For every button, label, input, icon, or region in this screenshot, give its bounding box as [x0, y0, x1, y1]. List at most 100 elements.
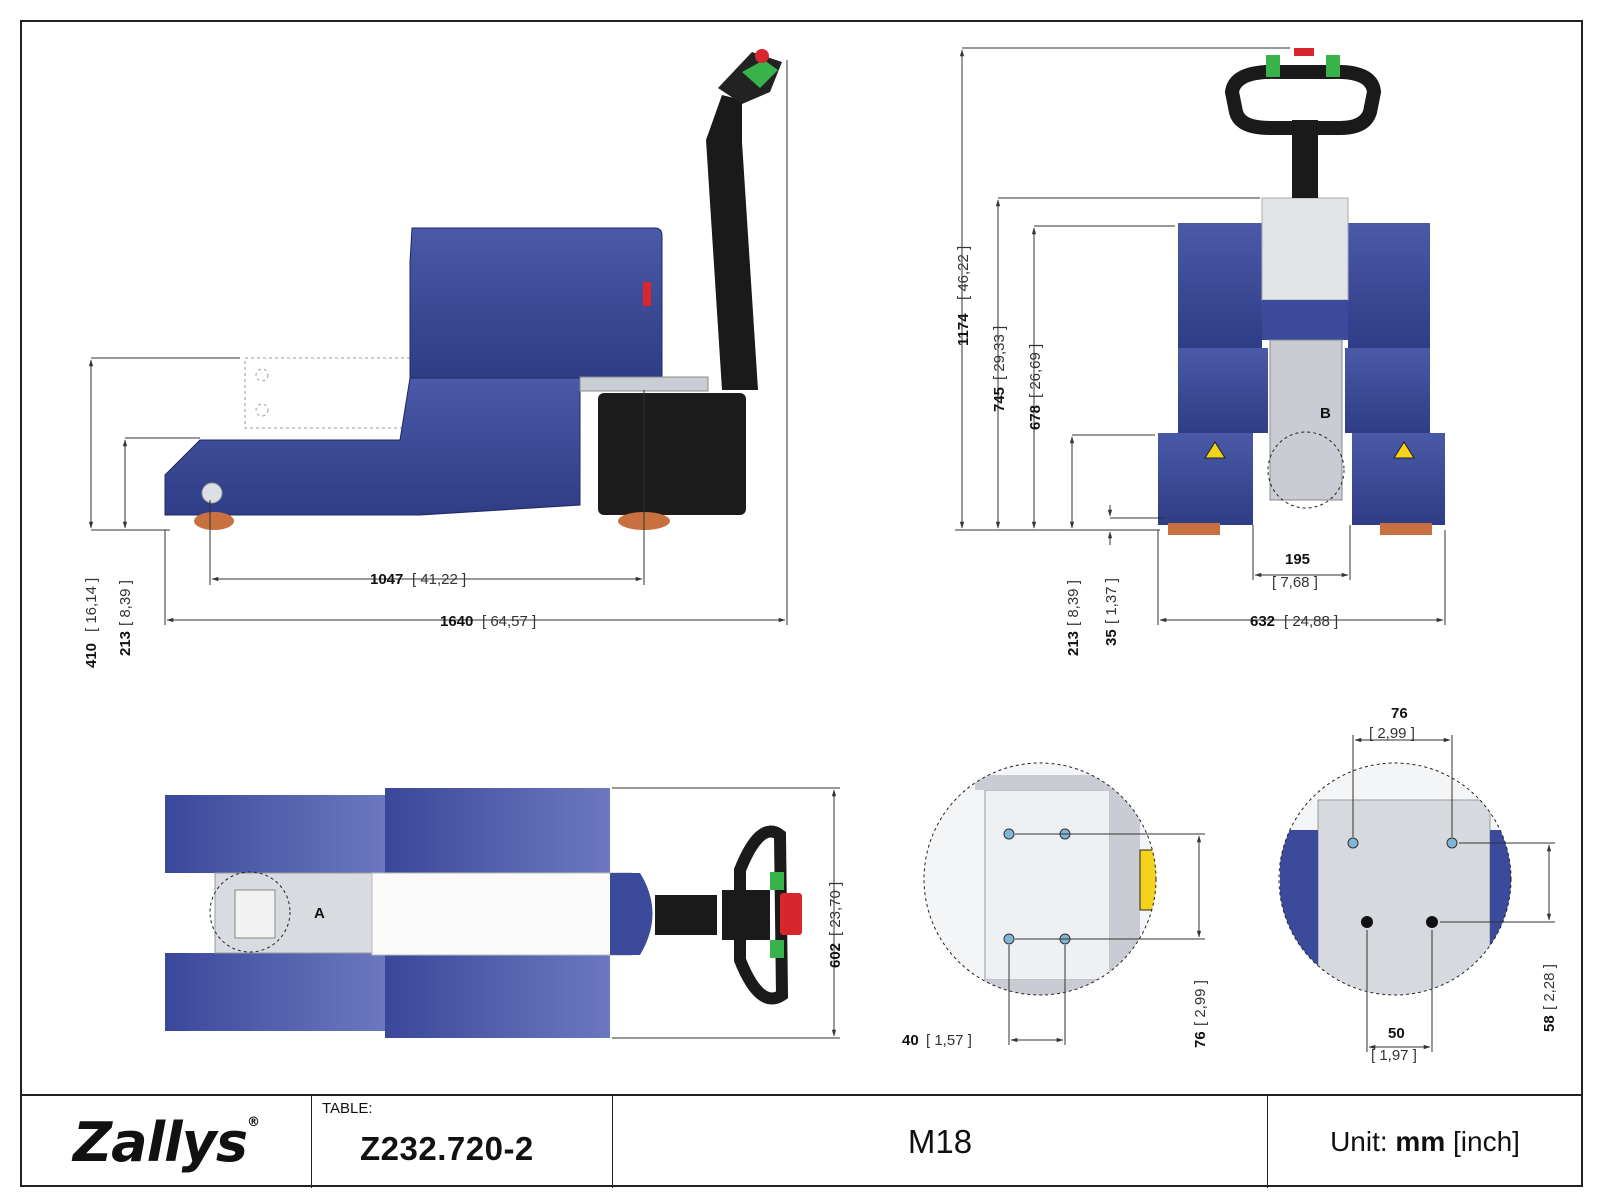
dim-b-50-mm: 50 — [1388, 1025, 1405, 1042]
top-leg-lower — [165, 953, 385, 1031]
front-leg-right — [1352, 433, 1445, 525]
stop-button — [755, 49, 769, 63]
unit-mm: mm — [1395, 1126, 1446, 1157]
front-clamp-plate — [1269, 339, 1343, 501]
warning-sign-icon — [1204, 441, 1226, 459]
dim-front-678-inch: [ 26,69 ] — [1027, 344, 1044, 398]
detail-b-marker — [1267, 431, 1345, 509]
top-view: A 602 [ 23,70 ] — [165, 787, 844, 1039]
turntable-plate — [579, 376, 709, 392]
top-handle-body — [722, 890, 770, 940]
front-shoulder-right — [1345, 348, 1430, 433]
dim-side-1047-inch: [ 41,22 ] — [412, 571, 466, 588]
drive-unit — [598, 393, 746, 515]
table-label: TABLE: — [322, 1100, 373, 1117]
detail-a: 40 [ 1,57 ] 76 [ 2,99 ] — [902, 762, 1209, 1049]
dim-b-76-mm: 76 — [1391, 705, 1408, 722]
front-top-panel — [1261, 197, 1349, 301]
stop-button — [1294, 48, 1314, 56]
dim-front-745-inch: [ 29,33 ] — [991, 326, 1008, 380]
dim-a-76-inch: [ 2,99 ] — [1192, 980, 1209, 1026]
upper-housing — [409, 227, 663, 379]
dim-b-58-inch: [ 2,28 ] — [1541, 964, 1558, 1010]
dim-side-410-mm: 410 — [83, 643, 100, 668]
steering-wheel — [1224, 64, 1382, 135]
side-dimensions — [88, 60, 788, 625]
drawing-border — [20, 20, 1583, 1187]
handle-grip-green — [770, 872, 784, 890]
detail-a-marker — [209, 871, 291, 953]
top-turntable — [610, 873, 653, 955]
dim-front-213-mm: 213 — [1065, 631, 1082, 656]
detail-a-plate — [984, 789, 1111, 981]
logo-cell: Zallys® — [21, 1096, 312, 1188]
front-dimensions — [955, 47, 1446, 625]
dim-front-632-inch: [ 24,88 ] — [1284, 613, 1338, 630]
front-leg-left — [1158, 433, 1253, 525]
handle-grip-green — [770, 940, 784, 958]
dim-front-213-inch: [ 8,39 ] — [1065, 580, 1082, 626]
stop-button — [780, 893, 802, 935]
chassis-body — [164, 377, 581, 516]
dim-side-1640-mm: 1640 — [440, 613, 473, 630]
model-cell: M18 — [613, 1096, 1268, 1188]
dim-front-1174-mm: 1174 — [955, 313, 972, 346]
dim-front-745-mm: 745 — [991, 387, 1008, 412]
detail-b-dimensions — [1352, 735, 1555, 1052]
top-steering-wheel — [734, 825, 789, 1005]
dim-a-76-mm: 76 — [1192, 1031, 1209, 1048]
zallys-logo: Zallys® — [73, 1110, 260, 1174]
detail-a-label: A — [314, 905, 325, 922]
dim-front-35-mm: 35 — [1103, 629, 1120, 646]
handle-grip-green — [742, 60, 778, 88]
detail-a-circle — [923, 762, 1157, 996]
front-wheel-right — [1380, 523, 1432, 535]
front-housing-left — [1178, 223, 1262, 348]
top-white-cover — [371, 872, 633, 956]
warning-sign-icon — [1393, 441, 1415, 459]
dim-side-1640-inch: [ 64,57 ] — [482, 613, 536, 630]
table-cell: TABLE: Z232.720-2 — [312, 1096, 613, 1188]
bolt-hole — [1003, 828, 1015, 840]
table-number: Z232.720-2 — [360, 1130, 534, 1167]
dim-front-195-inch: [ 7,68 ] — [1272, 574, 1318, 591]
dim-side-213-inch: [ 8,39 ] — [117, 580, 134, 626]
dim-front-1174-inch: [ 46,22 ] — [955, 246, 972, 300]
handle-grip-green — [1326, 55, 1340, 77]
bolt-hole — [1003, 933, 1015, 945]
detail-b-plate — [1317, 799, 1491, 995]
side-key — [643, 282, 651, 306]
unit-inch: [inch] — [1445, 1126, 1520, 1157]
top-leg-upper — [165, 795, 385, 873]
rear-wheel — [194, 512, 234, 530]
unit-cell: Unit: mm [inch] — [1268, 1096, 1582, 1188]
model-name: M18 — [907, 1123, 973, 1160]
rear-axle-cap — [201, 482, 223, 504]
front-center-blue — [1262, 300, 1348, 340]
front-housing-right — [1348, 223, 1430, 348]
side-view: 1047 [ 41,22 ] 1640 [ 64,57 ] 410 [ 16,1… — [83, 49, 788, 668]
bolt-hole — [1361, 916, 1373, 928]
title-block: Zallys® TABLE: Z232.720-2 M18 Unit: mm [… — [21, 1094, 1582, 1188]
dim-front-632-mm: 632 — [1250, 613, 1275, 630]
detail-b-label: B — [1320, 405, 1331, 422]
dim-b-58-mm: 58 — [1541, 1015, 1558, 1032]
dim-b-50-inch: [ 1,97 ] — [1371, 1047, 1417, 1064]
bolt-hole — [1446, 837, 1458, 849]
front-view: B 1174 [ 46,22 ] 745 [ 29,33 ] 678 [ 26, — [955, 47, 1446, 656]
dim-front-678-mm: 678 — [1027, 405, 1044, 430]
top-tiller-neck — [655, 895, 717, 935]
dim-b-76-inch: [ 2,99 ] — [1369, 725, 1415, 742]
tiller-arm — [706, 95, 758, 390]
dim-side-1047-mm: 1047 — [370, 571, 403, 588]
bolt-hole — [1347, 837, 1359, 849]
top-clamp-block — [234, 889, 276, 939]
unit-label: Unit: — [1330, 1126, 1396, 1157]
detail-a-dimensions — [1008, 833, 1205, 1045]
bolt-hole — [1426, 916, 1438, 928]
dim-side-410-inch: [ 16,14 ] — [83, 578, 100, 632]
dim-side-213-mm: 213 — [117, 631, 134, 656]
handle-grip-green — [1266, 55, 1280, 77]
top-dimensions — [612, 787, 840, 1039]
